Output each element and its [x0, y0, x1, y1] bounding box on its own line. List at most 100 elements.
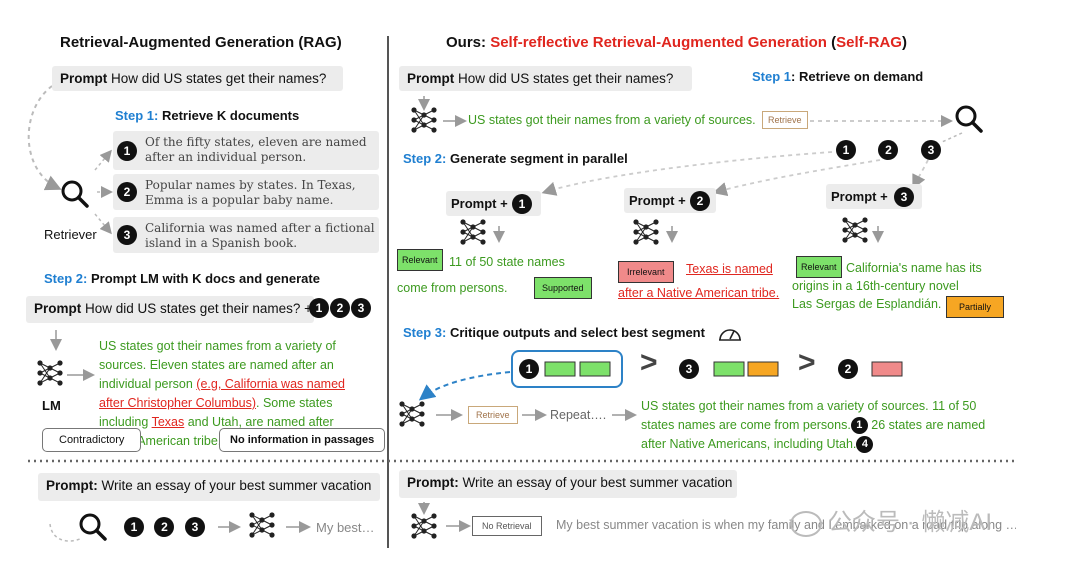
rag-generation: US states got their names from a variety… [99, 337, 367, 451]
bottom-left-magnifier-icon [79, 513, 107, 541]
ret-num-1: 1 [836, 140, 856, 160]
right-bottom-output: My best summer vacation is when my famil… [556, 518, 1016, 532]
left-step2: Step 2: Prompt LM with K docs and genera… [44, 271, 320, 286]
seg2-network-icon [632, 218, 660, 246]
doc-3: 3 California was named after a fictional… [113, 217, 379, 253]
seg1-prompt-plus: Prompt + [451, 196, 508, 211]
rank-gt-1: > [640, 346, 658, 379]
right-step2-number: Step 2: [403, 151, 447, 166]
bottom-num-1: 1 [124, 517, 144, 537]
left-prompt2-box: Prompt How did US states get their names… [26, 296, 314, 323]
gen-line-5a: including [99, 415, 152, 429]
doc-3-text: California was named after a fictional i… [145, 221, 375, 250]
rank-num-2: 2 [838, 359, 858, 379]
no-retrieval-tag: No Retrieval [472, 516, 542, 536]
seg1-num: 1 [512, 194, 532, 214]
step2-text: Prompt LM with K docs and generate [90, 271, 320, 286]
left-bottom-prompt-box: Prompt: Write an essay of your best summ… [38, 473, 380, 501]
seg1-supported-tag: Supported [534, 277, 592, 299]
ret-num-2: 2 [878, 140, 899, 160]
seg3-relevant-tag: Relevant [796, 256, 842, 278]
right-step1-number: Step 1 [752, 69, 792, 84]
bottom-prompt-label: Prompt: [46, 478, 98, 493]
prompt2-num-3: 3 [351, 298, 371, 318]
bottom-num-2: 2 [154, 517, 175, 537]
doc-1-number: 1 [117, 141, 137, 161]
doc-3-number: 3 [117, 225, 137, 245]
doc-2: 2 Popular names by states. In Texas, Emm… [113, 174, 379, 210]
right-step2: Step 2: Generate segment in parallel [403, 151, 628, 166]
left-title: Retrieval-Augmented Generation (RAG) [60, 34, 342, 51]
lm-label: LM [42, 398, 61, 413]
right-prompt-box: Prompt How did US states get their names… [399, 66, 692, 91]
step1-number: Step 1: [115, 108, 159, 123]
title-abbr: Self-RAG [836, 34, 902, 51]
left-step1: Step 1: Retrieve K documents [115, 108, 299, 123]
right-bottom-prompt-label: Prompt: [407, 475, 459, 490]
gen-line-2: sources. Eleven states are named after a… [99, 358, 334, 372]
seg3-partially-tag: Partially [946, 296, 1005, 318]
step1-text: Retrieve K documents [161, 108, 300, 123]
gen-line-1: US states got their names from a variety… [99, 339, 336, 353]
doc-1-text: Of the fifty states, eleven are named af… [145, 135, 367, 164]
watermark-text: 公众号 · 懒减AI [828, 509, 993, 536]
seg2-num: 2 [690, 191, 710, 211]
title-paren-close: ) [901, 34, 907, 51]
right-step3: Step 3: Critique outputs and select best… [403, 325, 705, 340]
seg1-line1: 11 of 50 state names [449, 255, 565, 269]
prompt2-label: Prompt [34, 301, 82, 316]
right-magnifier-icon [955, 105, 983, 133]
callout-no-info: No information in passages [219, 428, 386, 452]
seg3-line1: California's name has its [846, 261, 982, 275]
gen-line-5b: Texas [151, 415, 185, 429]
right-prompt-text: How did US states get their names? [458, 71, 674, 86]
retriever-magnifier-icon [61, 180, 89, 208]
gen-line-3b: (e.g, California was named [196, 377, 345, 391]
gen-line-3a: individual person [99, 377, 197, 391]
right-step1: Step 1: Retrieve on demand [752, 69, 923, 84]
right-step3-text: Critique outputs and select best segment [449, 325, 705, 340]
right-prompt-label: Prompt [407, 71, 455, 86]
rank-num-1: 1 [519, 359, 539, 379]
seg3-network-icon [841, 216, 869, 244]
wechat-icon [790, 510, 822, 537]
prompt2-text: How did US states get their names? + [85, 301, 313, 316]
title-paren-open: ( [826, 34, 837, 51]
step2-number: Step 2: [44, 271, 88, 286]
doc-2-number: 2 [117, 182, 137, 202]
right-bottom-prompt-text: Write an essay of your best summer vacat… [462, 475, 733, 490]
final-num-1: 1 [850, 417, 868, 435]
rank-num-3: 3 [679, 359, 699, 379]
left-prompt-box: Prompt How did US states get their names… [52, 66, 343, 91]
bottom-left-network-icon [248, 511, 276, 539]
step3-retrieve-tag: Retrieve [468, 406, 518, 424]
final-output: US states got their names from a variety… [641, 397, 1011, 454]
retrieve-tag: Retrieve [762, 111, 808, 129]
seg3-line3: Las Sergas de Esplandián. [792, 297, 942, 311]
seg3-line2: origins in a 16th-century novel [792, 279, 959, 293]
seg2-line1: Texas is named [686, 262, 773, 276]
final-line-1: US states got their names from a variety… [641, 399, 977, 413]
prompt2-num-2: 2 [330, 298, 350, 318]
bottom-left-output: My best… [316, 520, 375, 535]
title-prefix: Ours: [446, 34, 491, 51]
final-line-2b: 26 states are named [867, 418, 986, 432]
final-num-4: 4 [856, 436, 874, 454]
right-retrieved-numbers: 1 2 3 [836, 140, 941, 160]
critique-gauge-icon [719, 329, 741, 341]
bottom-left-numbers: 1 2 3 [124, 517, 205, 537]
seg3-prompt-plus: Prompt + [831, 189, 888, 204]
prompt2-num-1: 1 [309, 298, 329, 318]
prompt-text: How did US states get their names? [111, 71, 327, 86]
seg3-header: Prompt + 3 [826, 184, 922, 209]
bottom-prompt-text: Write an essay of your best summer vacat… [101, 478, 372, 493]
rank-gt-2: > [798, 346, 816, 379]
retriever-label: Retriever [44, 227, 97, 242]
right-title: Ours: Self-reflective Retrieval-Augmente… [446, 34, 907, 51]
step3-network-icon [398, 400, 426, 428]
seg1-relevant-tag: Relevant [397, 249, 443, 271]
seg2-irrelevant-tag: Irrelevant [618, 261, 674, 283]
seg1-line2: come from persons. [397, 281, 508, 295]
